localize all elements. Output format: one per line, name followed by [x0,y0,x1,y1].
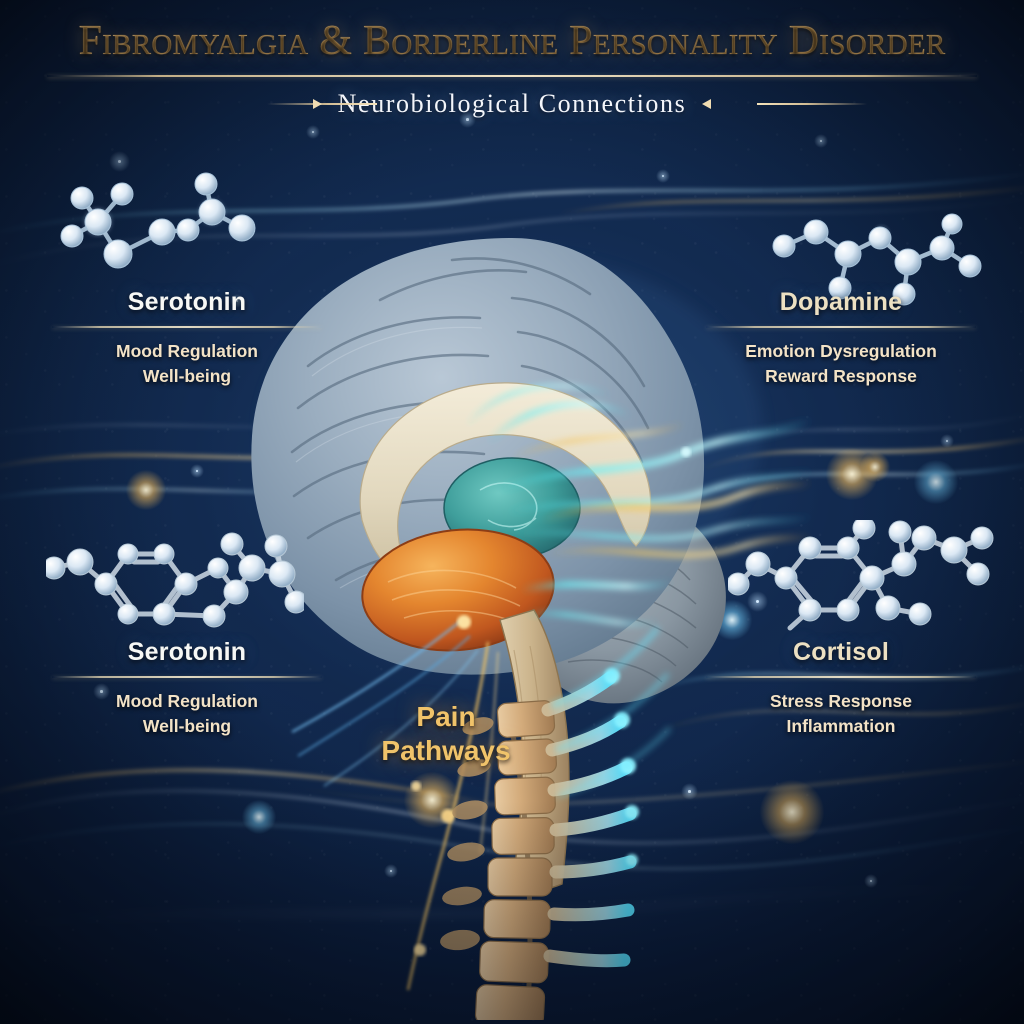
page-title: Fibromyalgia & Borderline Personality Di… [0,18,1024,65]
arrow-right-ornament-icon [212,99,377,110]
label-line-2: Well-being [142,715,232,736]
label-serotonin-bottom-left: Serotonin Mood Regulation Well-being [52,638,322,739]
label-divider [706,676,976,678]
label-line-1: Emotion Dysregulation [745,340,937,361]
label-serotonin-top-left: Serotonin Mood Regulation Well-being [52,288,322,389]
label-line-2: Inflammation [786,715,896,736]
label-line-1: Mood Regulation [116,340,258,361]
label-dopamine-top-right: Dopamine Emotion Dysregulation Reward Re… [706,288,976,389]
label-divider [52,326,322,328]
arrow-left-ornament-icon [702,99,868,110]
title-block: Fibromyalgia & Borderline Personality Di… [0,18,1024,119]
label-cortisol-bottom-right: Cortisol Stress Response Inflammation [706,638,976,739]
pain-label-line-2: Pathways [381,734,511,766]
label-heading: Serotonin [127,288,247,316]
page-subtitle: Neurobiological Connections [337,89,687,119]
label-heading: Serotonin [127,638,247,666]
label-line-1: Stress Response [769,690,912,711]
label-heading: Cortisol [792,638,890,666]
label-line-2: Reward Response [765,365,917,386]
label-divider [52,676,322,678]
title-divider [47,75,977,78]
label-divider [706,326,976,328]
label-line-2: Well-being [142,365,232,386]
subtitle-row: Neurobiological Connections [0,89,1024,119]
pain-label-line-1: Pain [416,701,476,732]
label-line-1: Mood Regulation [116,690,258,711]
label-heading: Dopamine [779,288,903,316]
label-pain-pathways: Pain Pathways [326,700,566,767]
